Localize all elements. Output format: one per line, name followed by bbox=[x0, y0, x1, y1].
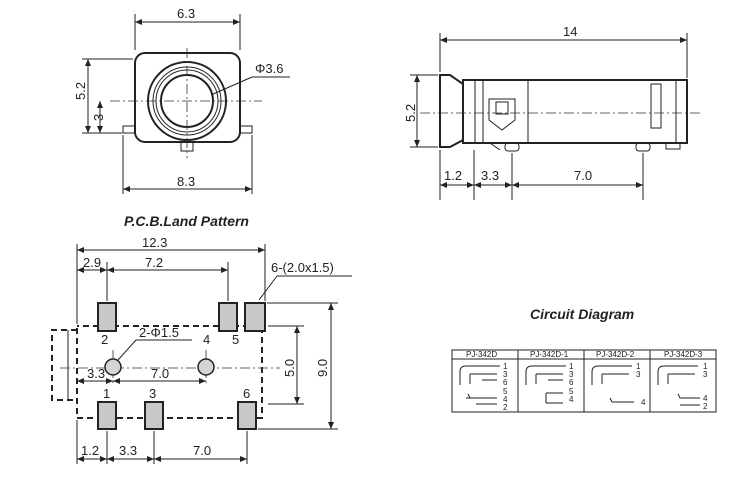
side-flange bbox=[439, 74, 464, 148]
holes-note: 2-Φ1.5 bbox=[139, 325, 179, 340]
circuit-1-pin-e: 4 bbox=[503, 395, 508, 404]
circuit-3-pin-a: 1 bbox=[636, 362, 641, 371]
front-foot-left bbox=[122, 125, 136, 134]
side-view: 14 5.2 1.2 3.3 7.0 bbox=[403, 24, 700, 200]
hole-left bbox=[104, 358, 122, 376]
pad-3 bbox=[144, 401, 164, 430]
land-pattern-title: P.C.B.Land Pattern bbox=[124, 213, 249, 229]
pin-label-4: 4 bbox=[203, 332, 210, 347]
pad-4 bbox=[218, 302, 238, 332]
pin-label-6: 6 bbox=[243, 386, 250, 401]
front-foot-right bbox=[239, 125, 253, 134]
circuit-diagram: Circuit Diagram PJ-342D PJ-342D-1 PJ-342… bbox=[451, 306, 717, 413]
side-dim-2: 3.3 bbox=[481, 168, 499, 183]
land-hole-left-label: 3.3 bbox=[87, 366, 105, 381]
circuit-4-pin-c: 4 bbox=[703, 394, 708, 403]
pin-label-5: 5 bbox=[232, 332, 239, 347]
land-mid-label: 7.2 bbox=[145, 255, 163, 270]
land-front-outline bbox=[51, 329, 77, 401]
land-outline bbox=[76, 325, 263, 419]
circuit-2-pin-e: 4 bbox=[569, 395, 574, 404]
side-clip bbox=[495, 101, 509, 115]
pin-label-1: 1 bbox=[103, 386, 110, 401]
circuit-2-pin-c: 6 bbox=[569, 378, 574, 387]
pad-6 bbox=[237, 401, 257, 430]
circuit-title: Circuit Diagram bbox=[530, 306, 634, 322]
side-body bbox=[462, 79, 688, 144]
side-length-label: 14 bbox=[563, 24, 577, 39]
circuit-2-pin-d: 5 bbox=[569, 387, 574, 396]
circuit-1-pin-c: 6 bbox=[503, 378, 508, 387]
front-view: 6.3 5.2 3 Φ3.6 8.3 bbox=[73, 6, 290, 194]
land-overall-label: 12.3 bbox=[142, 235, 167, 250]
side-height-label: 5.2 bbox=[403, 104, 418, 122]
land-bottom-3: 7.0 bbox=[193, 443, 211, 458]
front-body bbox=[134, 52, 241, 143]
land-pattern: P.C.B.Land Pattern 2 4 5 1 3 6 12.3 bbox=[51, 213, 352, 464]
front-offset-label: 3 bbox=[91, 114, 106, 121]
front-base-label: 8.3 bbox=[177, 174, 195, 189]
circuit-4-pin-d: 2 bbox=[703, 402, 708, 411]
circuit-4-pin-a: 1 bbox=[703, 362, 708, 371]
front-height-label: 5.2 bbox=[73, 82, 88, 100]
circuit-model-1: PJ-342D bbox=[466, 350, 497, 359]
circuit-model-2: PJ-342D-1 bbox=[530, 350, 569, 359]
circuit-2-pin-b: 3 bbox=[569, 370, 574, 379]
land-outer-height-label: 9.0 bbox=[315, 359, 330, 377]
circuit-4-pin-b: 3 bbox=[703, 370, 708, 379]
land-left-label: 2.9 bbox=[83, 255, 101, 270]
side-dim-1: 1.2 bbox=[444, 168, 462, 183]
pad-2 bbox=[97, 302, 117, 332]
land-inner-height-label: 5.0 bbox=[282, 359, 297, 377]
circuit-1-pin-d: 5 bbox=[503, 387, 508, 396]
land-bottom-2: 3.3 bbox=[119, 443, 137, 458]
circuit-1-pin-f: 2 bbox=[503, 403, 508, 412]
side-dim-3: 7.0 bbox=[574, 168, 592, 183]
pad-1 bbox=[97, 401, 117, 430]
circuit-model-4: PJ-342D-3 bbox=[664, 350, 703, 359]
circuit-3-pin-b: 3 bbox=[636, 370, 641, 379]
land-hole-gap-label: 7.0 bbox=[151, 366, 169, 381]
side-slot bbox=[650, 83, 662, 129]
circuit-1-pin-a: 1 bbox=[503, 362, 508, 371]
circuit-model-3: PJ-342D-2 bbox=[596, 350, 635, 359]
circuit-1-pin-b: 3 bbox=[503, 370, 508, 379]
pin-label-2: 2 bbox=[101, 332, 108, 347]
front-width-label: 6.3 bbox=[177, 6, 195, 21]
circuit-2-pin-a: 1 bbox=[569, 362, 574, 371]
hole-right bbox=[197, 358, 215, 376]
pin-label-3: 3 bbox=[149, 386, 156, 401]
circuit-3-pin-c: 4 bbox=[641, 398, 646, 407]
pads-note: 6-(2.0x1.5) bbox=[271, 260, 334, 275]
front-hole-label: Φ3.6 bbox=[255, 61, 283, 76]
pad-5 bbox=[244, 302, 266, 332]
land-bottom-1: 1.2 bbox=[81, 443, 99, 458]
